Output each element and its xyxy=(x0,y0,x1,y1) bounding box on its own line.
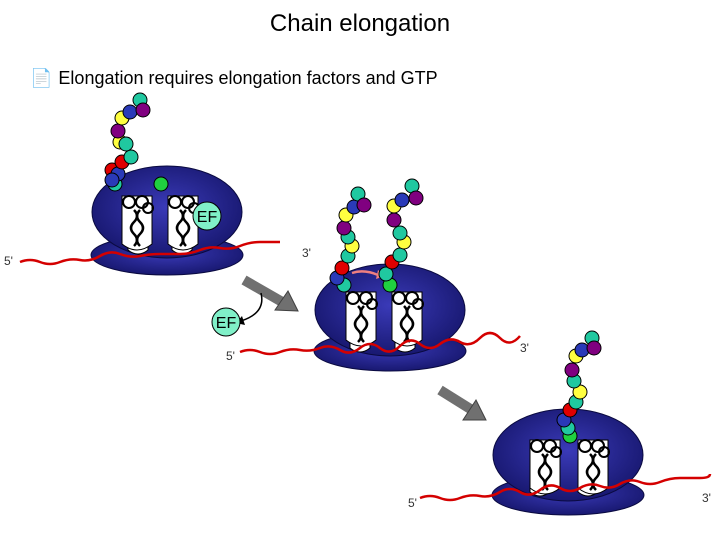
bullet-point: 📄Elongation requires elongation factors … xyxy=(30,68,438,89)
mrna-2 xyxy=(239,331,521,356)
trna-p-site-2 xyxy=(344,290,379,348)
five-prime-label-2: 5' xyxy=(226,349,235,363)
ef-factor-1 xyxy=(192,201,222,231)
document-icon: 📄 xyxy=(30,68,53,88)
trna-a-site-2 xyxy=(390,290,425,348)
mrna-3 xyxy=(419,473,712,502)
ribosome-3: 5' 3' xyxy=(408,330,712,516)
ribosome-2: 5' 3' xyxy=(226,178,529,372)
down-right-arrow-icon xyxy=(241,275,299,312)
ef-label-1: EF xyxy=(197,209,218,226)
five-prime-label-3: 5' xyxy=(408,496,417,510)
down-right-arrow-icon xyxy=(437,385,487,421)
ribosome-1: EF 5' 3' xyxy=(4,92,311,276)
ef-factor-released xyxy=(211,307,241,337)
slide-title: Chain elongation xyxy=(269,10,451,37)
bullet-text: Elongation requires elongation factors a… xyxy=(58,68,438,88)
polypeptide-chain-2a xyxy=(329,186,372,293)
three-prime-label-3: 3' xyxy=(702,491,711,505)
polypeptide-chain-1 xyxy=(104,92,169,192)
mrna-1 xyxy=(19,240,280,266)
ef-label-released: EF xyxy=(216,315,237,332)
three-prime-label-1: 3' xyxy=(302,246,311,260)
released-ef: EF xyxy=(211,292,263,337)
polypeptide-chain-2b xyxy=(378,178,424,293)
polypeptide-chain-3 xyxy=(556,330,602,444)
three-prime-label-2: 3' xyxy=(520,341,529,355)
five-prime-label-1: 5' xyxy=(4,254,13,268)
trna-p-site-1 xyxy=(120,194,155,252)
